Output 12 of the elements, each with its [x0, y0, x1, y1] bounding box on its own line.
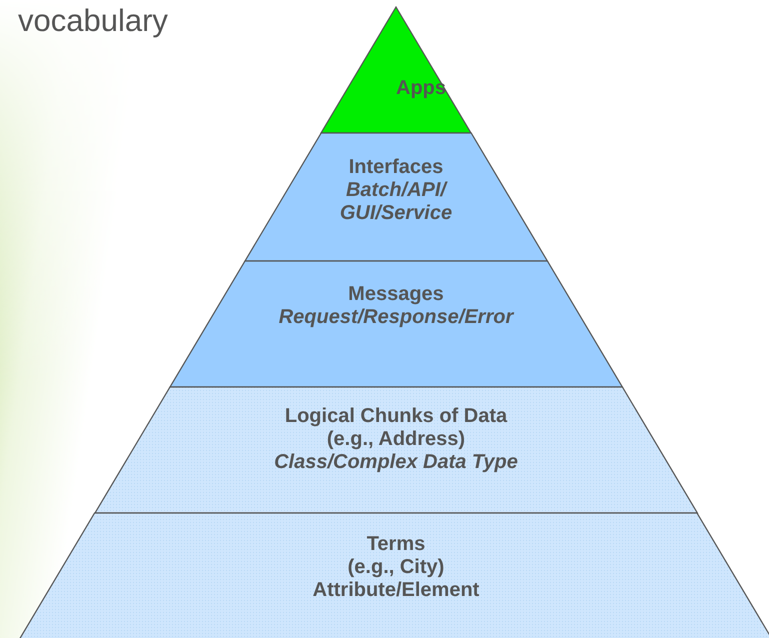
layer-text: Class/Complex Data Type [273, 451, 519, 474]
layer-heading: Apps [395, 77, 447, 100]
layer-text: (e.g., Address) [326, 428, 466, 451]
layer-text: Batch/API/ GUI/Service [338, 179, 454, 225]
layer-text: Attribute/Element [312, 579, 480, 602]
title: vocabulary [18, 2, 168, 40]
layer-text: (e.g., City) [346, 556, 446, 579]
layer-heading: Terms [366, 533, 426, 556]
layer-text: Request/Response/Error [278, 306, 516, 329]
layer-heading: Logical Chunks of Data [284, 405, 508, 428]
layer-heading: Interfaces [348, 156, 444, 179]
layer-heading: Messages [347, 283, 445, 306]
